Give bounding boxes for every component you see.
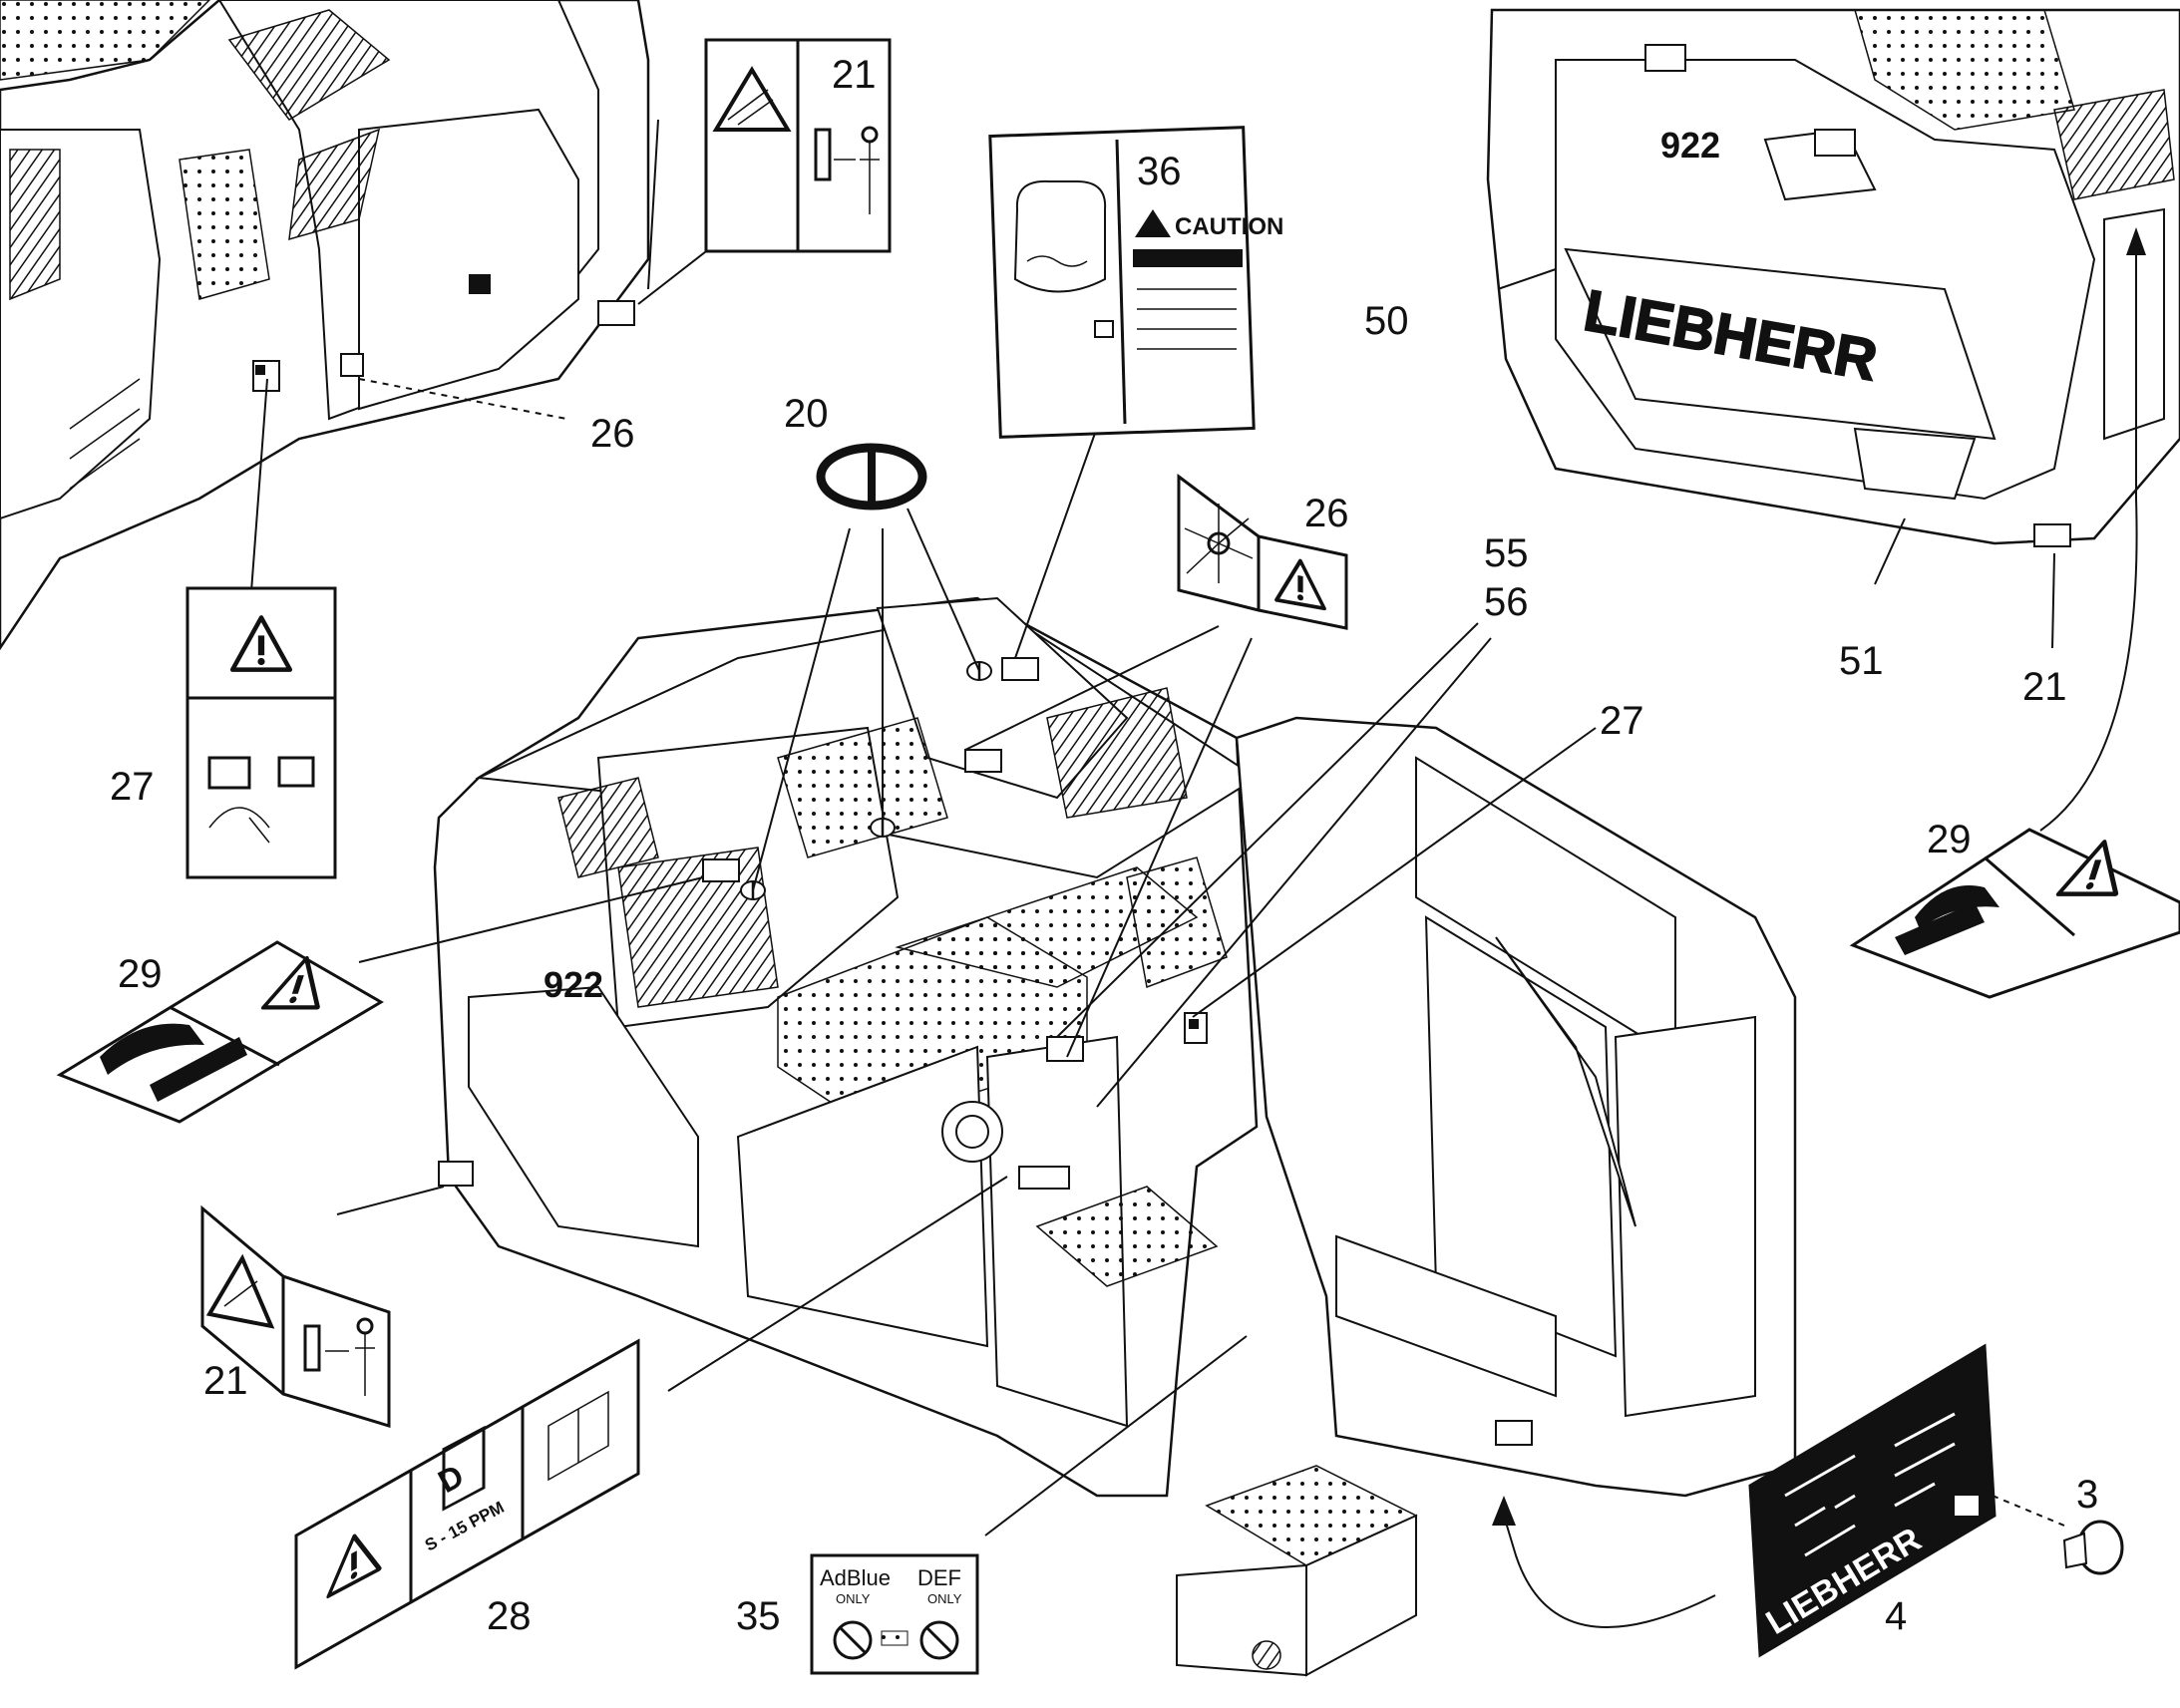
adblue-label: AdBlue <box>820 1565 891 1590</box>
decal-28-fuel-warning: D S - 15 PPM <box>294 1338 640 1670</box>
top-right-rear-view: LIEBHERR 922 <box>1486 8 2180 547</box>
decal-29-right <box>1849 828 2180 999</box>
main-machine-body: 922 <box>433 596 1797 1677</box>
side-decal-21-location <box>438 1161 474 1187</box>
callout-27-mid: 27 <box>1600 699 1644 743</box>
decal-29-location <box>702 858 740 882</box>
decal-36-coolant-caution: CAUTION <box>988 126 1283 439</box>
decal-35-adblue-def: AdBlue ONLY DEF ONLY <box>810 1553 979 1675</box>
type-plate-location <box>1495 1420 1533 1446</box>
callout-36: 36 <box>1137 150 1182 193</box>
callout-21-top: 21 <box>832 53 877 97</box>
callout-55: 55 <box>1484 531 1529 575</box>
callout-20: 20 <box>784 392 829 436</box>
callout-29-left: 29 <box>118 952 163 996</box>
caution-header: CAUTION <box>1175 213 1283 240</box>
callout-26-top: 26 <box>590 412 635 456</box>
callout-35: 35 <box>736 1594 781 1638</box>
callout-21-right: 21 <box>2022 665 2067 709</box>
decal-21-top <box>704 38 892 253</box>
callout-21-left: 21 <box>203 1359 248 1403</box>
rear-model-number: 922 <box>1660 125 1720 166</box>
decal-27-left <box>185 586 337 879</box>
callout-4: 4 <box>1885 1594 1907 1638</box>
decal-26-location <box>964 749 1002 773</box>
callout-29-right: 29 <box>1927 818 1972 861</box>
callout-27-left: 27 <box>110 765 155 809</box>
decal-21-left <box>200 1204 391 1429</box>
callout-26-mid: 26 <box>1304 492 1349 535</box>
callout-3: 3 <box>2076 1473 2098 1517</box>
decal-26-fan-warning <box>1177 474 1348 630</box>
callout-51: 51 <box>1839 639 1884 683</box>
def-only-label: ONLY <box>927 1591 962 1606</box>
callout-28: 28 <box>487 1594 532 1638</box>
adblue-only-label: ONLY <box>836 1591 871 1606</box>
callout-50: 50 <box>1364 299 1409 343</box>
door-badge-icon <box>469 274 491 294</box>
decal-21-location <box>597 300 635 326</box>
decal-36-location <box>1001 657 1039 681</box>
def-label: DEF <box>917 1565 961 1590</box>
decal-29-left <box>56 940 384 1124</box>
item-3-fastener <box>2062 1520 2124 1575</box>
top-left-machine-view <box>0 0 659 651</box>
decal-55-location <box>1046 1036 1084 1062</box>
callout-56: 56 <box>1484 580 1529 624</box>
side-model-number: 922 <box>544 964 603 1005</box>
decal-20-symbol <box>816 443 927 511</box>
rear-decal-21-location <box>2033 523 2071 547</box>
decal-35-location <box>1018 1166 1070 1190</box>
